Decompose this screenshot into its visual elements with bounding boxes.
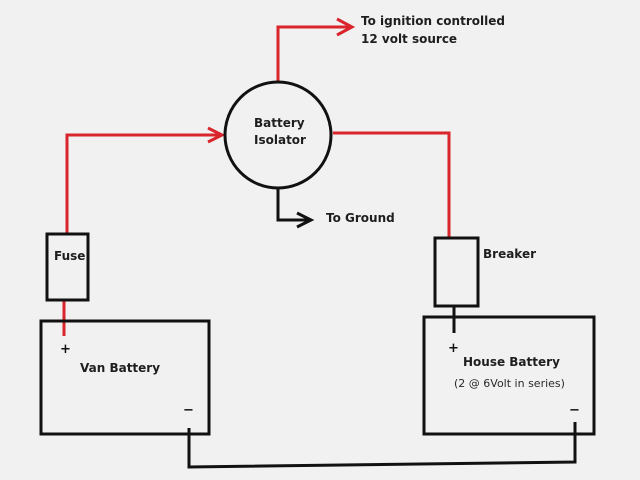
arrow-to-isolator (207, 126, 226, 144)
van-battery-negative: − (183, 403, 194, 418)
wire-isolator-to-ground (276, 188, 310, 222)
arrow-to-ground (296, 211, 315, 229)
van-battery-positive: + (60, 342, 71, 357)
ignition-label-line1: To ignition controlled (361, 14, 505, 28)
van-battery-label: Van Battery (80, 361, 161, 375)
house-battery-negative: − (569, 403, 580, 418)
breaker-label: Breaker (483, 247, 537, 261)
fuse-label: Fuse (54, 249, 86, 263)
wire-fuse-to-isolator (65, 133, 222, 234)
breaker (433, 236, 480, 308)
fuse (45, 232, 90, 302)
house-battery-label: House Battery (463, 355, 560, 369)
arrow-to-ignition (336, 17, 356, 37)
van-battery (39, 319, 211, 436)
ignition-label-line2: 12 volt source (361, 32, 458, 46)
house-battery-positive: + (448, 341, 459, 356)
wire-negative-link (187, 422, 577, 469)
wire-isolator-to-ignition (276, 25, 350, 81)
house-battery-note: (2 @ 6Volt in series) (454, 377, 565, 390)
isolator-label-line2: Isolator (254, 133, 306, 147)
isolator-label-line1: Battery (254, 116, 305, 130)
house-battery (422, 315, 596, 436)
wire-isolator-to-breaker (333, 131, 451, 238)
ground-label: To Ground (326, 211, 395, 225)
